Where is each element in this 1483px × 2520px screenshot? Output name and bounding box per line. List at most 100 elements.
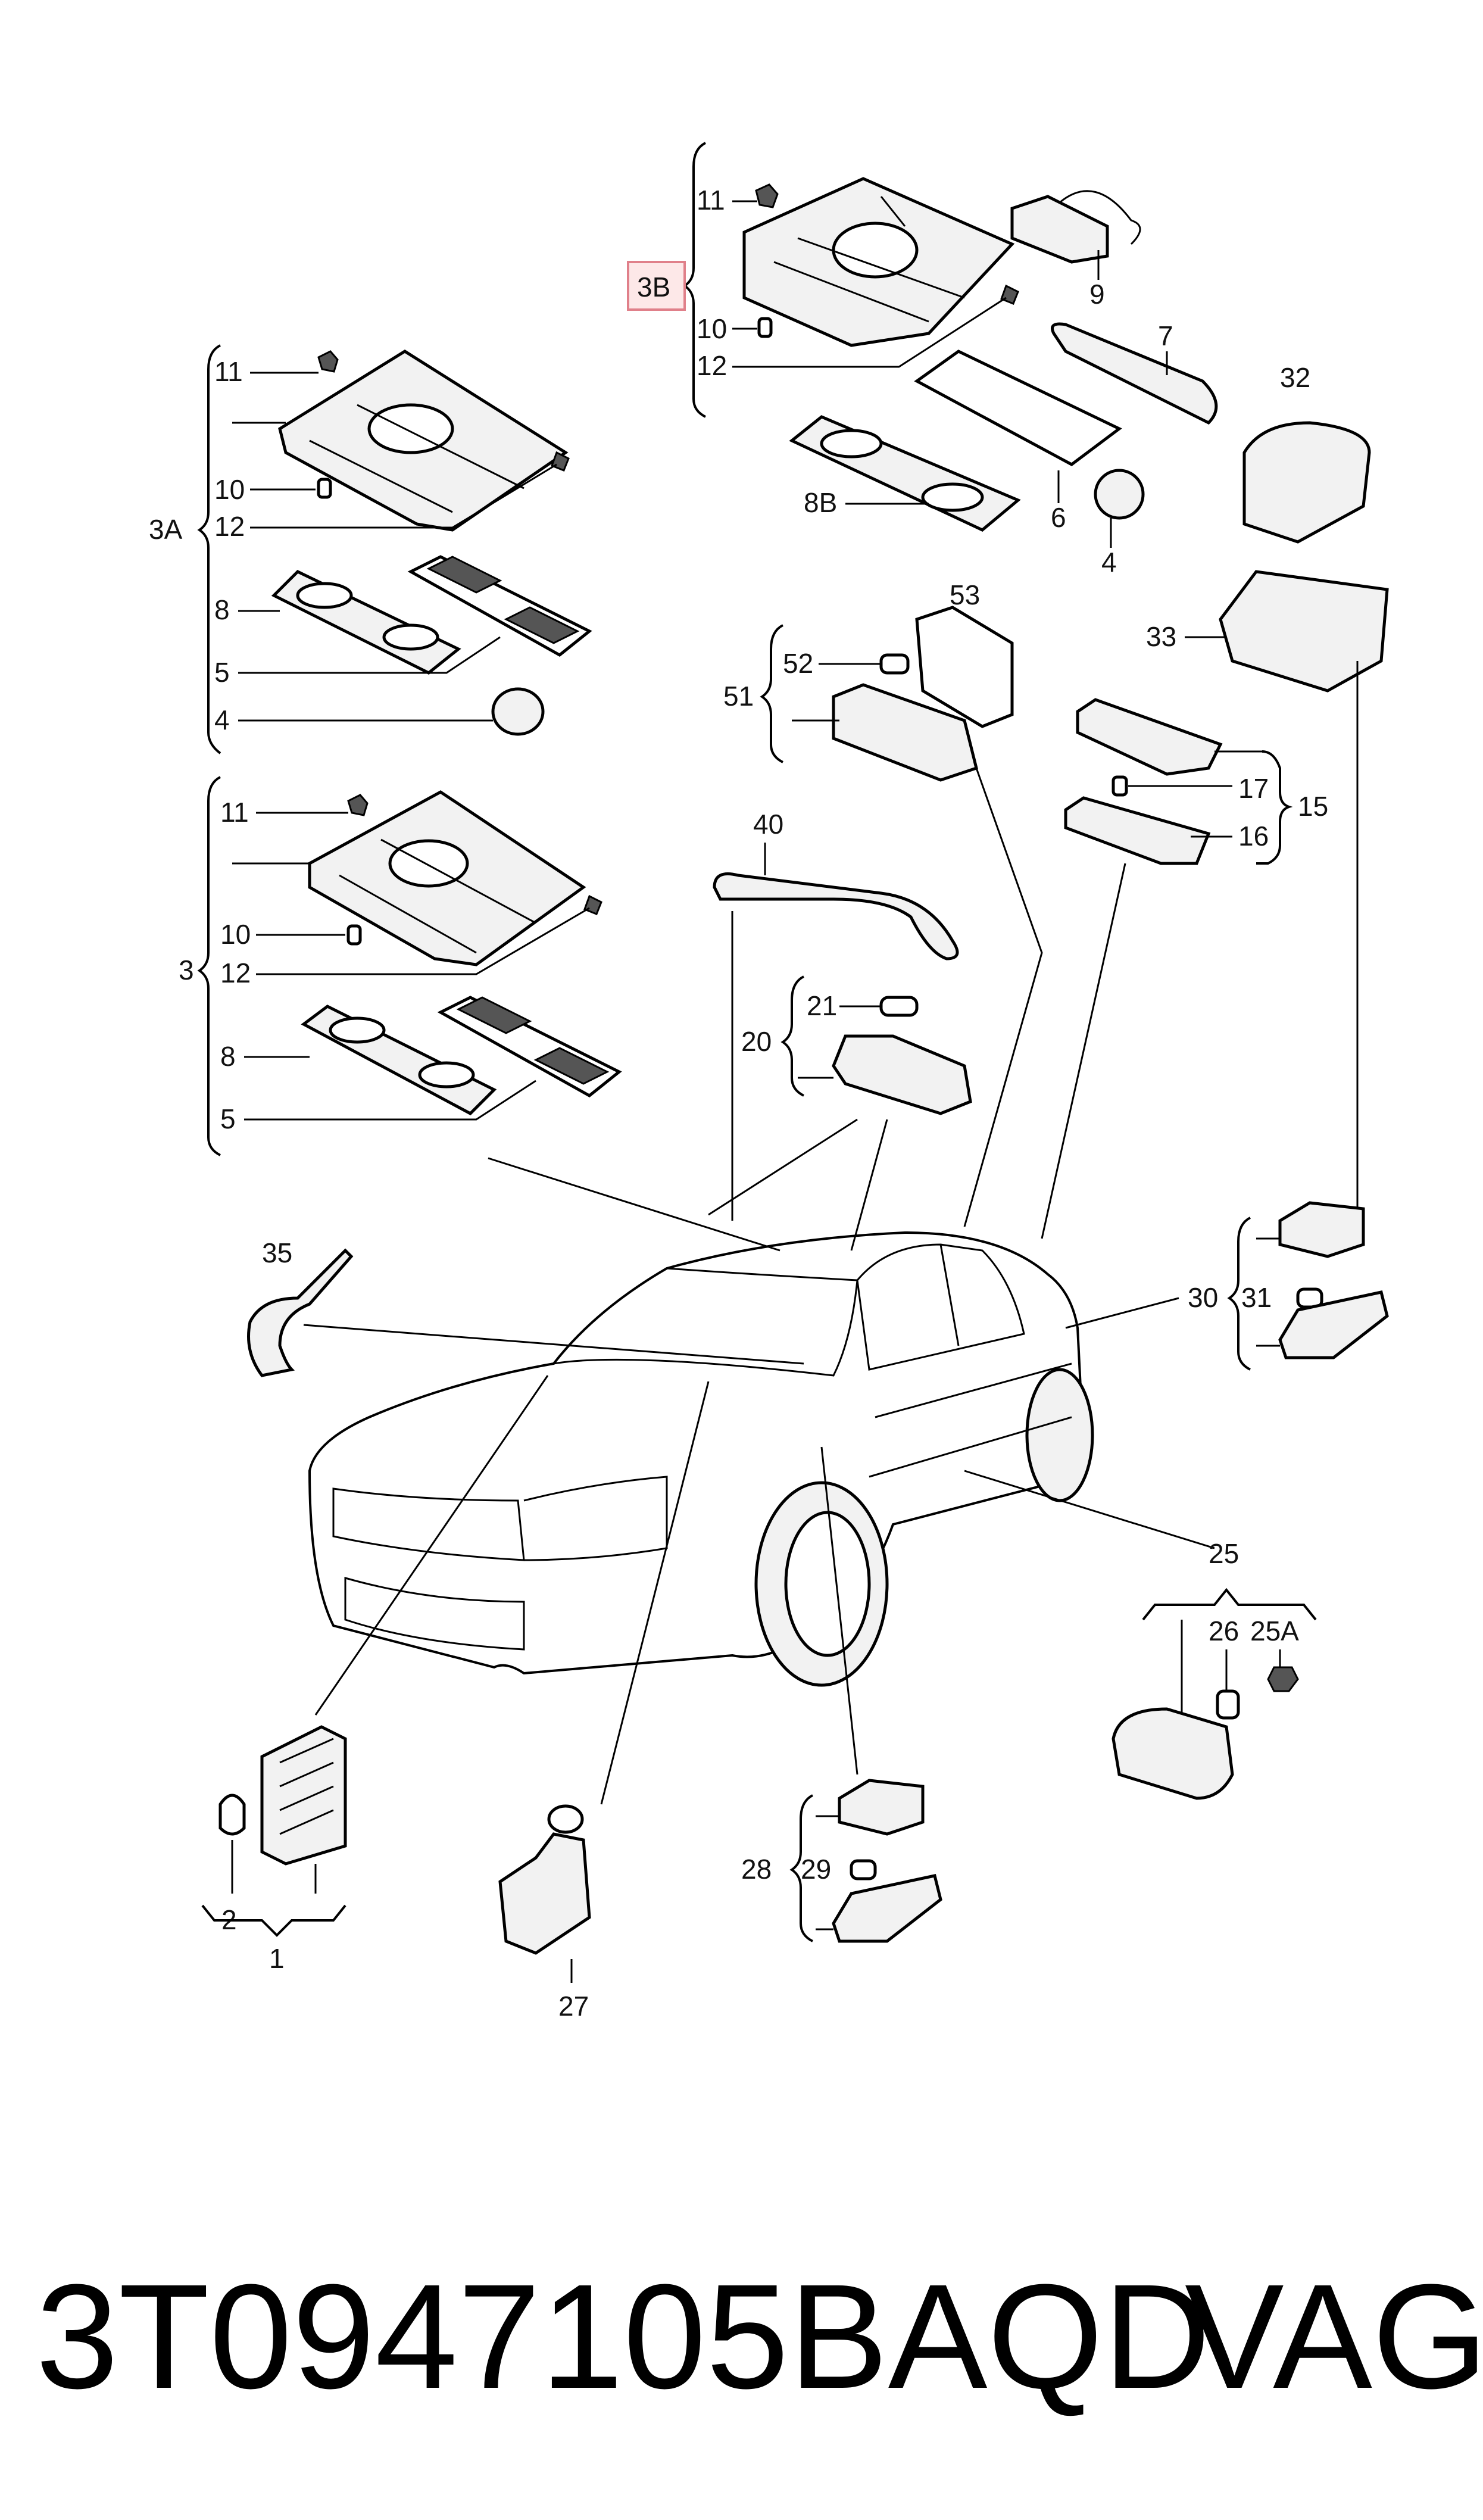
callout-9: 9 bbox=[1089, 279, 1105, 310]
clip-11 bbox=[347, 794, 369, 816]
callout-16: 16 bbox=[1238, 821, 1269, 852]
group-20: 40 20 21 bbox=[713, 809, 972, 1115]
lamp-20 bbox=[832, 1034, 972, 1115]
callout-12-b: 12 bbox=[214, 511, 245, 542]
callout-5-a: 5 bbox=[214, 657, 230, 688]
callout-28: 28 bbox=[741, 1854, 772, 1885]
switch-27-head bbox=[547, 1804, 584, 1834]
callout-26: 26 bbox=[1209, 1615, 1239, 1646]
group-15: 33 15 17 16 bbox=[1064, 570, 1389, 865]
bulb-17 bbox=[1112, 775, 1128, 797]
callout-3a: 3A bbox=[149, 514, 183, 545]
vehicle-illustration bbox=[308, 1231, 1094, 1687]
clip-25a bbox=[1267, 1666, 1299, 1692]
callout-25a: 25A bbox=[1250, 1615, 1299, 1646]
callout-11-b: 11 bbox=[214, 356, 243, 387]
rear-wheel bbox=[1025, 1368, 1094, 1502]
callout-52: 52 bbox=[783, 648, 813, 679]
screw-12 bbox=[1000, 284, 1019, 305]
highlight-3b-box bbox=[627, 261, 686, 311]
knob-4 bbox=[491, 687, 545, 736]
seal-53 bbox=[915, 606, 1014, 728]
cover-8 bbox=[271, 569, 461, 675]
bulb-26 bbox=[1216, 1689, 1240, 1720]
callout-10-a: 10 bbox=[697, 313, 727, 344]
callout-17: 17 bbox=[1238, 773, 1269, 804]
callout-40: 40 bbox=[753, 809, 783, 840]
callout-10-b: 10 bbox=[214, 474, 245, 505]
group-51: 51 52 53 bbox=[723, 579, 1014, 782]
lamp-28 bbox=[832, 1874, 942, 1943]
callout-29: 29 bbox=[801, 1854, 831, 1885]
callout-51: 51 bbox=[723, 681, 754, 712]
bulb-21 bbox=[879, 996, 919, 1017]
callout-7: 7 bbox=[1158, 320, 1173, 351]
module-33 bbox=[1219, 570, 1389, 693]
pad-6 bbox=[914, 350, 1122, 466]
callout-3: 3 bbox=[179, 955, 194, 985]
screw-12 bbox=[583, 894, 602, 915]
bulb-10 bbox=[757, 317, 773, 338]
callout-27: 27 bbox=[558, 1991, 589, 2022]
screw-12 bbox=[551, 451, 570, 472]
callout-3b: 3B bbox=[637, 272, 670, 302]
group-3b: 3B 11 10 12 9 7 6 8B bbox=[627, 142, 1371, 578]
callout-32: 32 bbox=[1280, 362, 1310, 393]
callout-12-c: 12 bbox=[220, 958, 251, 988]
knob-4 bbox=[1094, 469, 1145, 520]
car-body bbox=[308, 1231, 1085, 1675]
callout-8b: 8B bbox=[804, 487, 837, 518]
group-28: 28 29 bbox=[741, 1779, 942, 1943]
callout-31: 31 bbox=[1241, 1282, 1272, 1313]
group-35: 35 bbox=[247, 1237, 354, 1377]
callout-12-a: 12 bbox=[697, 350, 727, 381]
group-25: 25 26 25A bbox=[1112, 1538, 1317, 1800]
callout-15: 15 bbox=[1298, 791, 1328, 822]
lamp-35 bbox=[247, 1248, 354, 1377]
bulb-29 bbox=[850, 1859, 877, 1880]
callout-11-c: 11 bbox=[220, 797, 249, 828]
callout-8-c: 8 bbox=[220, 1041, 236, 1072]
group-27: 27 bbox=[498, 1804, 591, 2022]
callout-8-a: 8 bbox=[214, 594, 230, 625]
trim-strip-7 bbox=[1051, 322, 1218, 425]
callout-30: 30 bbox=[1188, 1282, 1218, 1313]
group-3: 3 11 10 12 8 5 bbox=[179, 776, 622, 1156]
callout-5-c: 5 bbox=[220, 1103, 236, 1134]
bulb-52 bbox=[879, 653, 910, 675]
lamp-16 bbox=[1064, 796, 1211, 865]
lamp-25 bbox=[1112, 1707, 1234, 1800]
lamp-15 bbox=[1076, 698, 1223, 776]
callout-35: 35 bbox=[262, 1237, 292, 1268]
callout-53: 53 bbox=[950, 579, 980, 610]
group-30: 30 31 bbox=[1188, 1201, 1389, 1371]
callout-10-c: 10 bbox=[220, 919, 251, 950]
lamp-housing-3b bbox=[832, 222, 919, 279]
group-3a: 3A 11 10 12 8 5 4 bbox=[149, 344, 592, 754]
bulb-10 bbox=[346, 924, 362, 946]
cap-30 bbox=[1278, 1201, 1365, 1258]
bulb-10 bbox=[317, 478, 332, 499]
brand-name: VAG bbox=[1185, 2253, 1483, 2419]
group-1: 2 1 bbox=[201, 1725, 347, 1974]
seal-40 bbox=[713, 872, 959, 960]
cap-28 bbox=[838, 1779, 925, 1836]
switch-27 bbox=[498, 1832, 591, 1955]
wiring-harness-9 bbox=[1010, 195, 1109, 264]
clip-11 bbox=[755, 183, 779, 208]
callout-21: 21 bbox=[807, 990, 837, 1021]
callout-33: 33 bbox=[1146, 621, 1176, 652]
callout-11-a: 11 bbox=[697, 185, 725, 216]
part-number: 3T0947105BAQD bbox=[36, 2253, 1211, 2419]
bulb-2 bbox=[218, 1794, 246, 1836]
callout-25: 25 bbox=[1209, 1538, 1239, 1569]
callout-6: 6 bbox=[1051, 502, 1066, 533]
callout-1: 1 bbox=[269, 1943, 285, 1974]
module-32 bbox=[1242, 421, 1371, 544]
lamp-30 bbox=[1278, 1290, 1389, 1359]
callout-4-a: 4 bbox=[1101, 547, 1117, 578]
lamp-1 bbox=[260, 1725, 347, 1866]
callout-4-b: 4 bbox=[214, 704, 230, 735]
clip-11 bbox=[317, 350, 339, 373]
